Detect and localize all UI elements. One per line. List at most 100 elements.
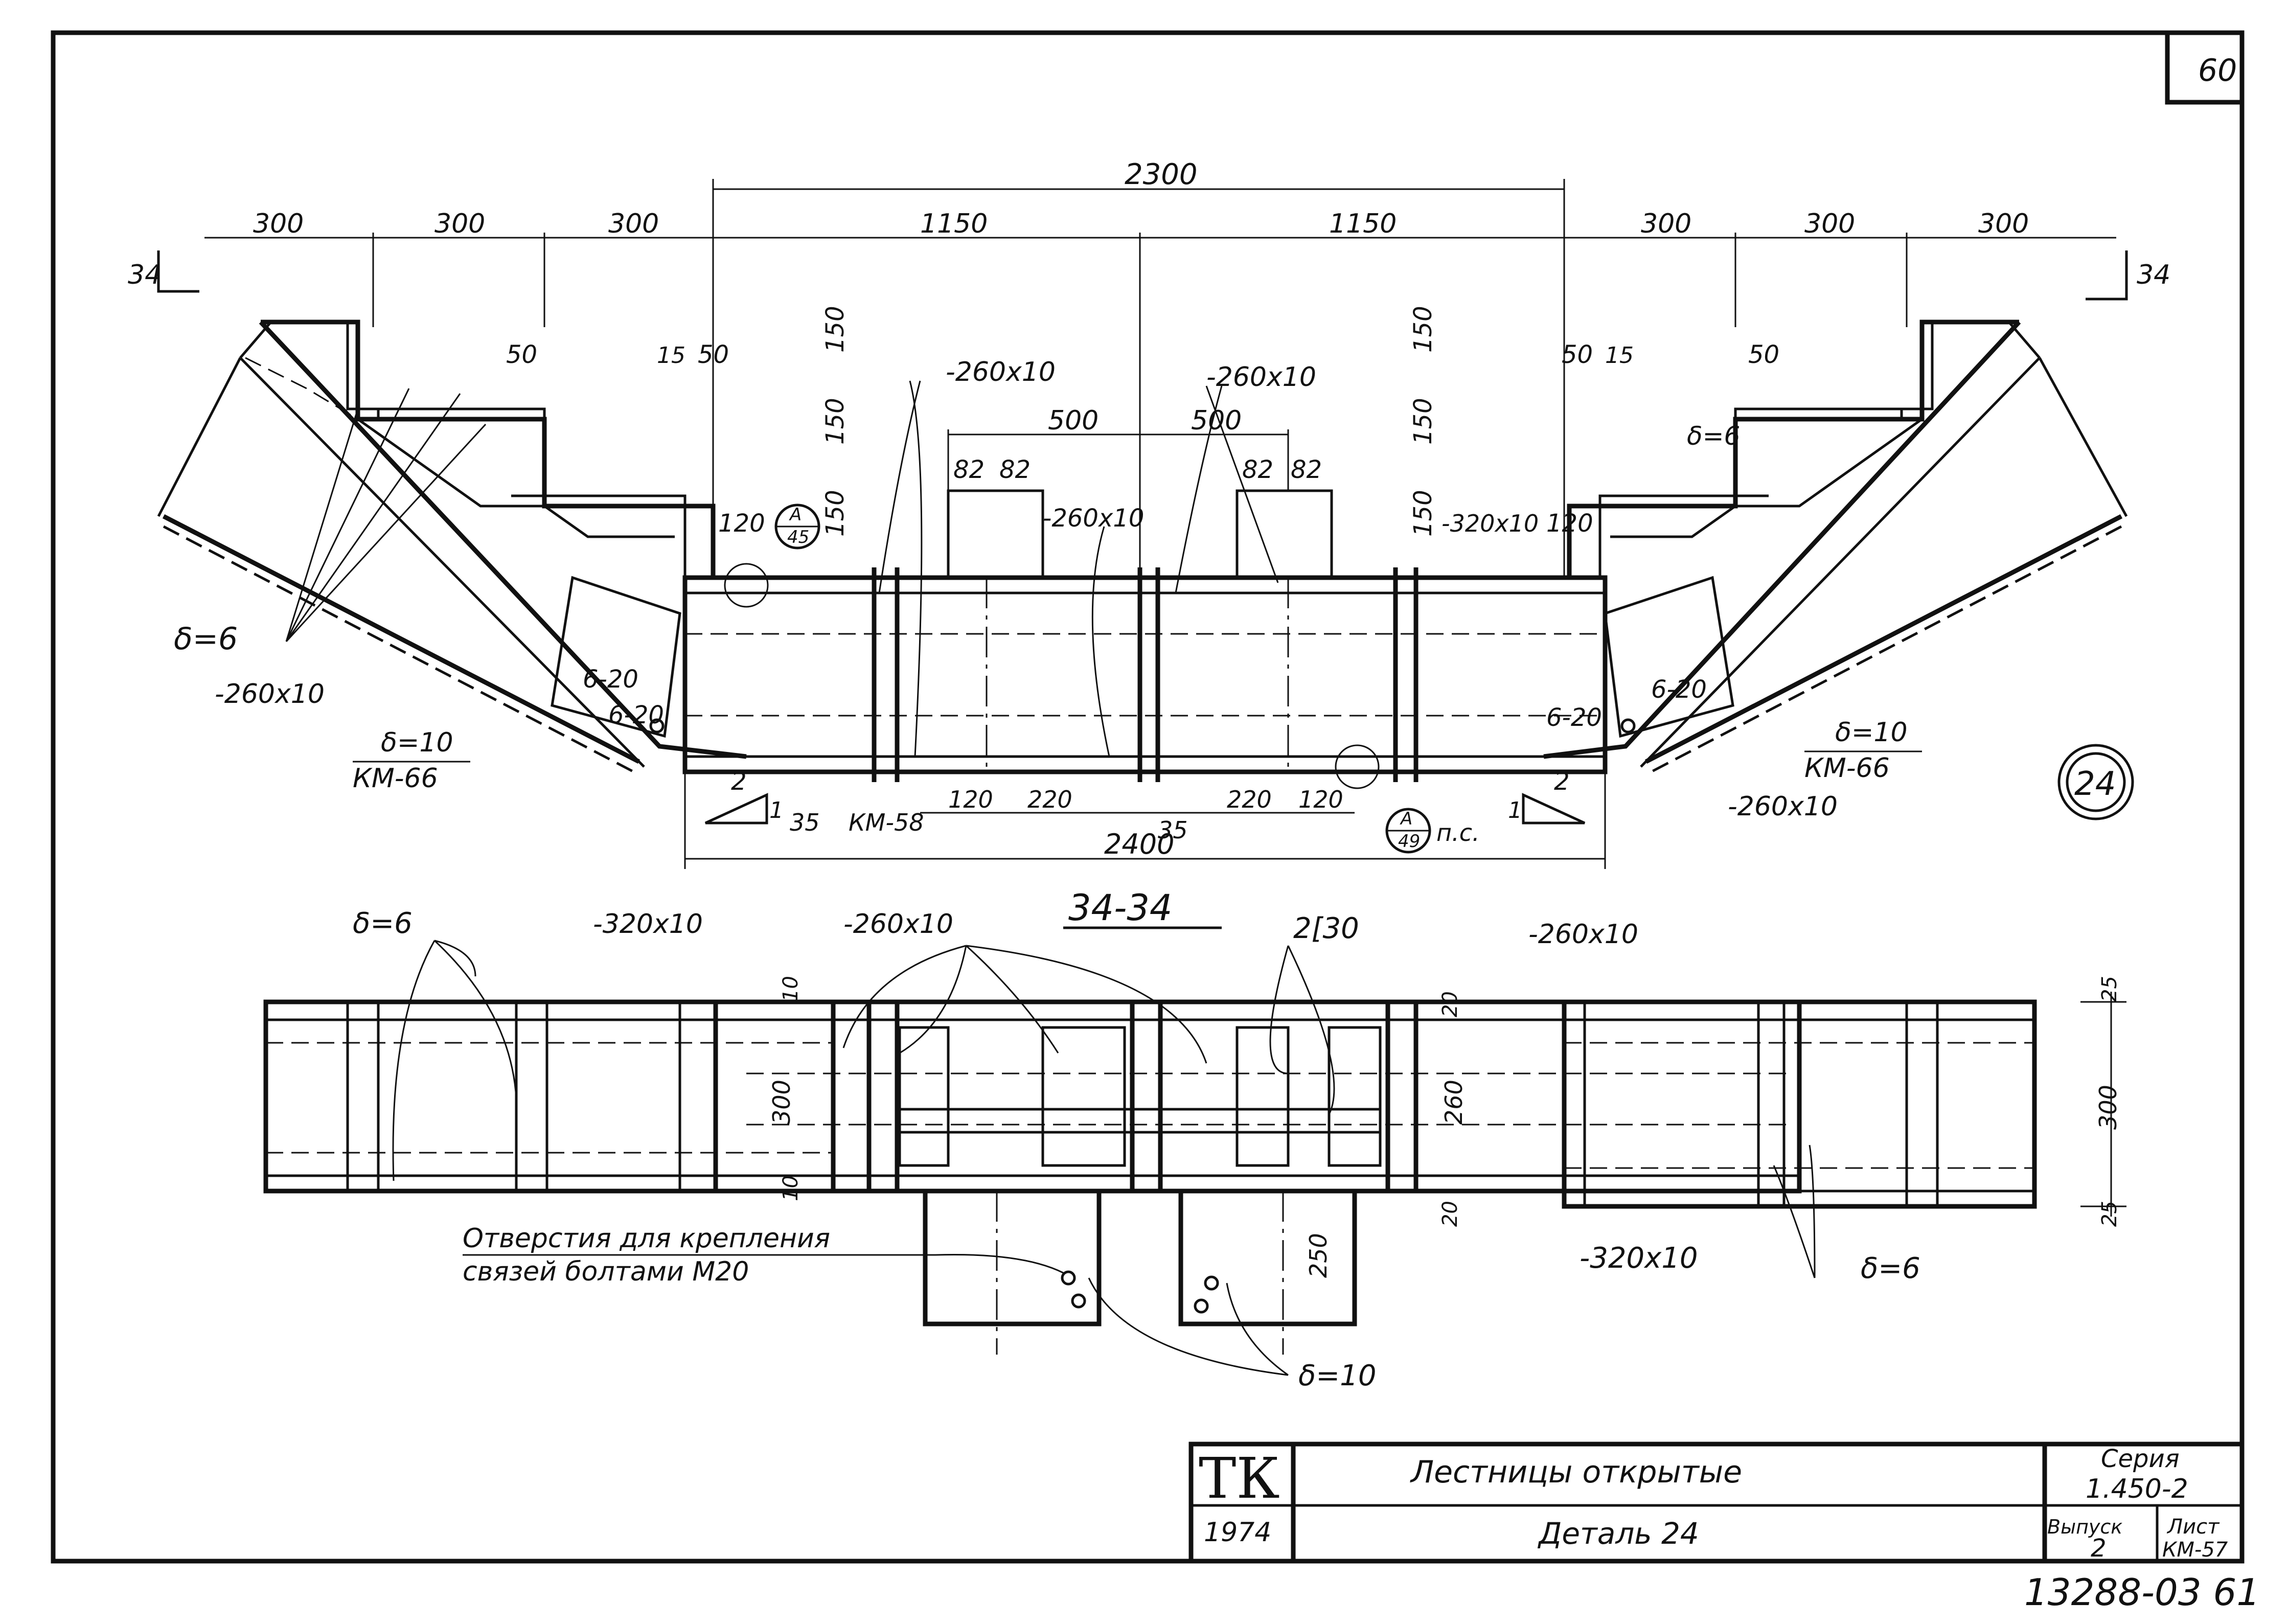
section-callout-8: δ=10 (1298, 1359, 1376, 1392)
plan-dim-left-150c: 150 (821, 490, 850, 537)
svg-text:45: 45 (787, 527, 809, 547)
plan-dim-bottom-220a: 220 (1027, 786, 1072, 813)
plan-dim-right-150c: 150 (1409, 490, 1437, 537)
title-main: Лестницы открытые (1410, 1454, 1742, 1490)
svg-text:А: А (1400, 809, 1412, 829)
section-view: 34-34 (263, 887, 2126, 1392)
svg-text:34: 34 (128, 260, 162, 290)
title-series-value: 1.450-2 (2086, 1474, 2188, 1504)
title-block: ТК 1974 Лестницы открытые Деталь 24 Сери… (1188, 1442, 2245, 1564)
section-dim-left-300: 300 (768, 1080, 795, 1125)
plan-dim-mid-1: 500 (1048, 405, 1099, 436)
plan-dim-top-5: 1150 (1329, 209, 1397, 239)
bottom-code: 13288-03 61 (2024, 1571, 2260, 1614)
svg-text:А: А (789, 505, 802, 525)
section-title: 34-34 (1068, 887, 1172, 929)
plan-dim-left-120: 120 (718, 509, 765, 538)
plan-dim-left-15: 15 (657, 342, 685, 369)
plan-bolt-2: 6-20 (608, 701, 664, 729)
plan-plate-3: δ=10 (1835, 717, 1908, 748)
plan-plate-1: δ=10 (381, 727, 453, 758)
plan-plate-4: КМ-66 (1804, 753, 1890, 784)
section-callout-4: 2[30 (1293, 912, 1359, 945)
plan-dim-top-8: 300 (1978, 209, 2029, 239)
stringer-left (157, 319, 747, 773)
plan-dim-right-15: 15 (1605, 342, 1634, 369)
section-note-line1: Отверстия для крепления (463, 1223, 830, 1254)
plan-view: 2300 300 300 300 1150 1150 300 300 300 3… (128, 158, 2170, 869)
section-dim-left-10b: 10 (779, 1175, 803, 1201)
plan-callout-8: -260x10 (1728, 791, 1838, 822)
plan-callout-2: -260x10 (1206, 362, 1316, 393)
section-mark-left: 34 (128, 250, 199, 293)
sheet-frame (51, 30, 2245, 1564)
plan-dim-left-50b: 50 (698, 340, 729, 369)
ref-suffix: п.с. (1436, 819, 1480, 847)
plan-dim-bottom-km58: КМ-58 (849, 809, 924, 836)
sheet-number-box: 60 (2165, 33, 2242, 105)
svg-text:34: 34 (2137, 260, 2170, 290)
plan-plate-2: КМ-66 (353, 763, 438, 794)
plan-callout-3: -260x10 (1043, 504, 1144, 533)
plan-dim-right-150a: 150 (1409, 306, 1437, 353)
section-mark-right: 34 (2086, 250, 2170, 301)
plan-callout-5: δ=6 (174, 621, 238, 657)
slope-right-2: 2 (1554, 767, 1570, 796)
plan-callout-6: δ=6 (1687, 421, 1740, 451)
plan-dim-top-1: 300 (253, 209, 304, 239)
plan-dim-bottom-220b: 220 (1227, 786, 1272, 813)
slope-right-1: 1 (1508, 797, 1522, 824)
section-dim-right-300: 300 (2094, 1085, 2122, 1130)
section-dim-mid-20b: 20 (1438, 1201, 1462, 1227)
title-issue-value: 2 (2091, 1534, 2107, 1563)
svg-text:24: 24 (2074, 765, 2116, 803)
section-callout-6: -320x10 (1580, 1242, 1698, 1275)
section-dim-left-10a: 10 (779, 976, 803, 1002)
title-org: ТК (1199, 1446, 1280, 1511)
plan-bolt-3: 6-20 (1651, 675, 1707, 704)
section-dim-right-25a: 25 (2098, 976, 2121, 1002)
detail-marker: 24 (2057, 744, 2134, 820)
section-dim-right-25b: 25 (2098, 1201, 2121, 1227)
plan-callout-1: -260x10 (946, 357, 1056, 387)
plan-dim-top-7: 300 (1804, 209, 1855, 239)
title-issue-label: Выпуск (2047, 1516, 2122, 1538)
title-sheet-label: Лист (2166, 1515, 2220, 1539)
section-callout-2: -320x10 (593, 909, 703, 940)
section-dim-mid-20a: 20 (1438, 991, 1462, 1017)
title-series-label: Серия (2101, 1445, 2180, 1473)
section-callout-5: -260x10 (1528, 919, 1638, 950)
plan-callout-7: -260x10 (215, 679, 325, 710)
plan-dim-mid-2: 500 (1191, 405, 1242, 436)
plan-dim-overall: 2300 (1125, 158, 1198, 191)
plan-dim-right-120: 120 (1546, 509, 1593, 538)
svg-text:49: 49 (1398, 831, 1420, 852)
plan-dim-bottom-35a: 35 (790, 809, 820, 836)
section-callout-3: -260x10 (843, 909, 953, 940)
landing-frame (551, 489, 1734, 782)
slope-left-1: 1 (769, 797, 784, 824)
section-dim-mid-260: 260 (1440, 1080, 1468, 1125)
plan-bolt-1: 6-20 (583, 665, 638, 694)
plan-dim-left-150b: 150 (821, 398, 850, 445)
plan-dim-mid-3: 82 (953, 455, 985, 484)
plan-dim-left-150a: 150 (821, 306, 850, 353)
plan-dim-bottom-120b: 120 (1298, 786, 1343, 813)
plan-dim-left-50a: 50 (506, 340, 537, 369)
plan-dim-top-4: 1150 (920, 209, 988, 239)
section-callout-7: δ=6 (1861, 1252, 1920, 1285)
plan-dim-bottom-120a: 120 (948, 786, 993, 813)
section-dim-mid-250: 250 (1305, 1233, 1332, 1278)
plan-dim-right-150b: 150 (1409, 398, 1437, 445)
section-note-line2: связей болтами М20 (463, 1256, 749, 1287)
title-sheet-value: КМ-57 (2162, 1538, 2228, 1562)
plan-bolt-4: 6-20 (1546, 703, 1602, 732)
plan-dim-mid-4: 82 (999, 455, 1031, 484)
title-subtitle: Деталь 24 (1537, 1516, 1699, 1551)
section-callout-1: δ=6 (353, 907, 413, 940)
plan-dim-top-6: 300 (1641, 209, 1691, 239)
plan-dim-mid-5: 82 (1242, 455, 1273, 484)
ref-bubble-2: А 49 п.с. (1335, 744, 1480, 854)
plan-dim-bottom-35b: 35 (1158, 816, 1188, 844)
